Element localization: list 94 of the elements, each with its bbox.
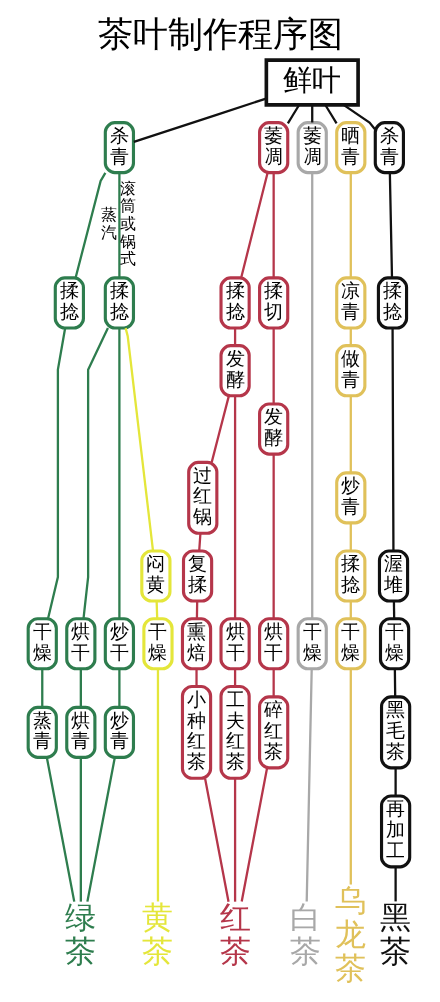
node-box: 碎红茶 <box>257 694 289 769</box>
node-box: 渥堆 <box>377 548 409 603</box>
connector <box>272 668 275 697</box>
connector <box>388 172 393 278</box>
connector <box>155 600 158 619</box>
node-box: 烘青 <box>64 705 96 759</box>
diagram-title: 茶叶制作程序图 <box>97 12 343 54</box>
connector <box>133 97 266 143</box>
connector <box>195 600 198 619</box>
node-box: 闷黄 <box>139 548 171 603</box>
node-box: 干燥 <box>334 616 366 670</box>
connector <box>310 172 313 619</box>
connector <box>324 104 338 124</box>
node-box: 烘干 <box>257 616 289 670</box>
node-box: 鲜叶 <box>264 57 360 107</box>
node-box: 蒸青 <box>26 705 58 759</box>
node-box: 发酵 <box>218 343 251 397</box>
connector <box>117 172 121 278</box>
connector <box>349 395 352 473</box>
connector <box>272 453 275 618</box>
node-box: 烘干 <box>218 616 251 670</box>
connector <box>342 103 376 130</box>
connector <box>233 777 236 902</box>
node-box: 烘干 <box>64 616 96 670</box>
connector <box>79 756 82 902</box>
connector <box>74 171 106 278</box>
node-box: 晒青 <box>334 120 366 174</box>
node-box: 炒干 <box>103 616 135 670</box>
node-box: 工夫红茶 <box>218 684 251 780</box>
connector <box>124 327 154 551</box>
node-box: 干燥 <box>378 616 410 670</box>
connector <box>349 327 352 346</box>
connector <box>46 327 66 619</box>
connector <box>392 600 395 619</box>
connector <box>45 756 75 902</box>
connector <box>393 866 397 901</box>
connector <box>272 327 275 404</box>
edge-label: 滚筒或锅式 <box>119 177 136 268</box>
node-box: 再加工 <box>379 793 411 868</box>
node-box: 做青 <box>334 343 366 397</box>
node-box: 揉捻 <box>103 275 135 329</box>
connector <box>349 172 352 278</box>
connector <box>233 327 236 346</box>
connector <box>349 522 352 551</box>
node-box: 炒青 <box>103 705 135 759</box>
connector <box>393 668 396 697</box>
node-text: 黄茶 <box>141 898 173 969</box>
connector <box>197 532 202 551</box>
node-text: 黑茶 <box>379 898 411 969</box>
node-box: 揉捻 <box>53 275 85 329</box>
node-box: 凉青 <box>334 275 366 329</box>
node-box: 熏焙 <box>180 616 212 670</box>
node-box: 萎凋 <box>296 120 328 174</box>
connector <box>233 395 236 619</box>
node-box: 杀青 <box>373 120 405 174</box>
node-box: 小种红茶 <box>180 684 212 780</box>
connector <box>85 756 116 902</box>
connector <box>390 327 395 551</box>
connector <box>239 172 269 278</box>
connector <box>79 668 82 707</box>
connector <box>210 395 230 463</box>
node-box: 揉捻 <box>218 275 251 329</box>
connector <box>240 767 268 902</box>
connector <box>286 104 300 124</box>
connector <box>194 668 198 686</box>
edge-label: 蒸汽 <box>100 204 117 242</box>
connector <box>117 327 121 619</box>
node-box: 干燥 <box>26 616 58 670</box>
node-box: 发酵 <box>257 401 289 456</box>
node-box: 萎凋 <box>257 120 289 174</box>
connector <box>203 777 230 902</box>
node-box: 揉捻 <box>376 275 408 329</box>
node-box: 过红锅 <box>186 460 218 535</box>
connector <box>349 600 352 619</box>
node-text: 乌龙茶 <box>334 881 366 986</box>
node-box: 揉捻 <box>334 548 366 603</box>
connector <box>305 668 313 901</box>
connector <box>40 668 43 707</box>
node-box: 揉切 <box>257 275 289 329</box>
node-box: 复揉 <box>181 548 213 603</box>
connector <box>272 172 275 278</box>
connector <box>117 668 121 707</box>
node-box: 杀青 <box>103 120 135 174</box>
connector <box>81 327 109 619</box>
node-text: 红茶 <box>219 898 251 969</box>
node-box: 炒青 <box>334 470 366 524</box>
connector <box>156 668 159 901</box>
node-box: 干燥 <box>296 616 328 670</box>
node-text: 绿茶 <box>64 898 96 969</box>
node-box: 干燥 <box>141 616 174 670</box>
node-box: 黑毛茶 <box>379 694 411 769</box>
connector <box>349 668 352 884</box>
node-text: 白茶 <box>289 898 321 969</box>
connector <box>393 767 397 796</box>
